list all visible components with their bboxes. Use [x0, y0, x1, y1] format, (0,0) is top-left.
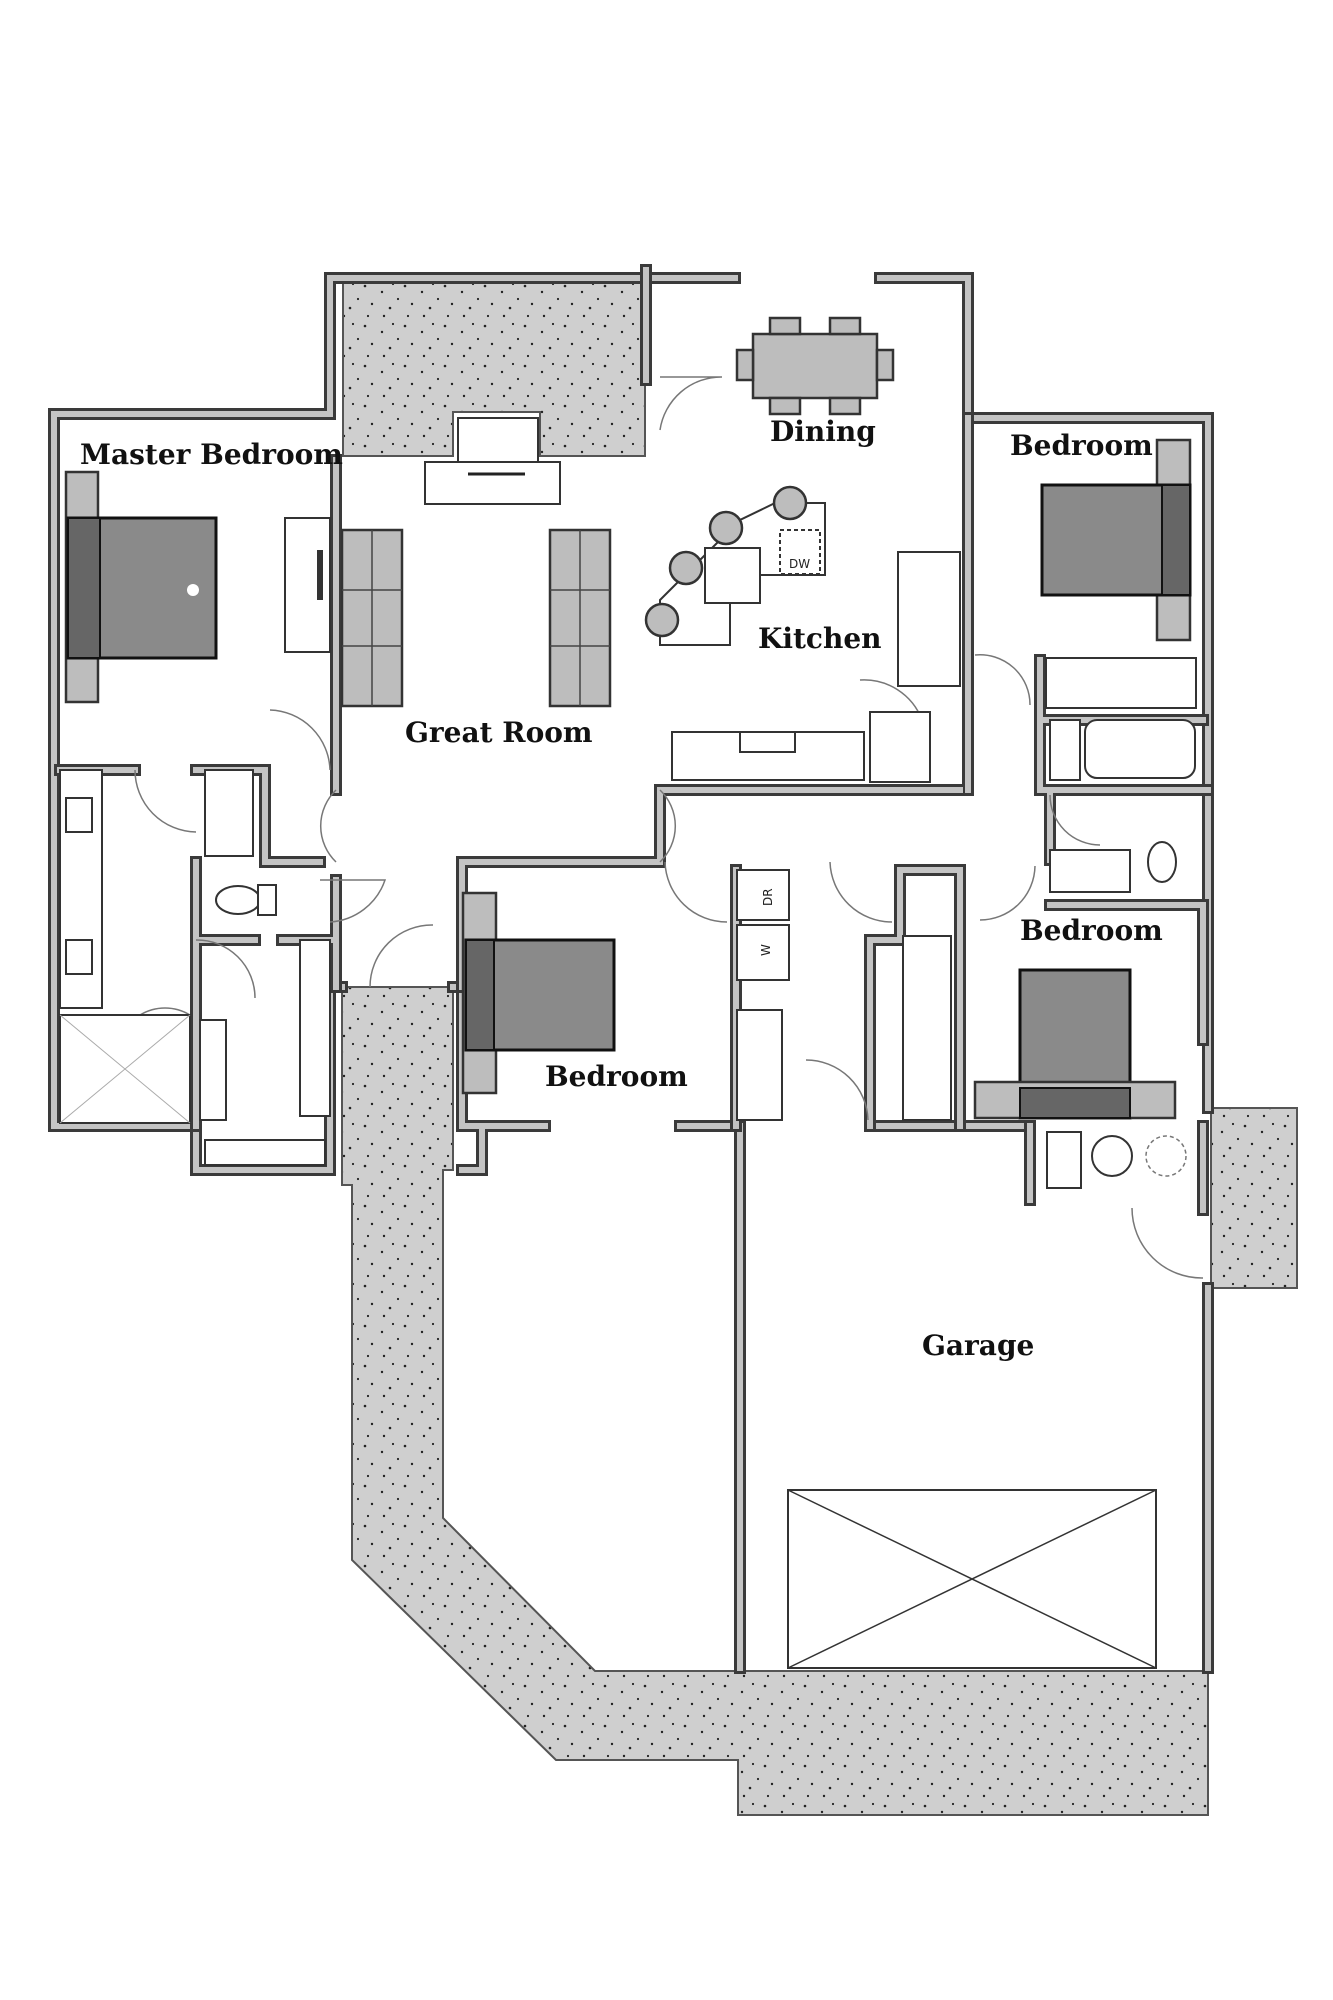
- room-label-dining: Dining: [770, 415, 876, 448]
- kitchen-dining: DW: [644, 316, 961, 783]
- dryer-label: DR: [761, 888, 775, 906]
- laundry: DR W: [736, 869, 790, 1121]
- door-swing: [659, 376, 723, 431]
- bedroom-e: [902, 935, 1177, 1121]
- door-swing: [979, 865, 1036, 921]
- door-swing: [319, 789, 337, 863]
- chair: [735, 348, 755, 382]
- door-swing: [139, 1007, 191, 1016]
- washer-label: W: [759, 944, 773, 956]
- cooktop: [739, 731, 796, 753]
- toilet: [1147, 841, 1177, 883]
- room-label-bedroom-e: Bedroom: [1020, 914, 1163, 947]
- pantry: [869, 711, 931, 783]
- great-room: [340, 417, 612, 708]
- front-walkway: [341, 986, 1209, 1816]
- island-sink: [704, 547, 761, 604]
- washer: [736, 924, 790, 981]
- utility-sink: [1046, 1131, 1082, 1189]
- side-porch: [1210, 1107, 1298, 1289]
- door-swing: [134, 769, 197, 833]
- sink: [65, 939, 93, 975]
- door-swing: [195, 939, 256, 999]
- closet: [204, 769, 254, 857]
- sink: [65, 797, 93, 833]
- fridge-counter: [897, 551, 961, 687]
- closet: [902, 935, 952, 1121]
- closet: [1045, 657, 1197, 709]
- closet: [1049, 719, 1081, 781]
- chair: [768, 396, 802, 416]
- garage: [787, 1131, 1187, 1669]
- room-label-great-room: Great Room: [405, 716, 593, 749]
- door-swing: [829, 861, 893, 923]
- chair: [768, 316, 802, 336]
- bar-stool: [772, 485, 808, 521]
- door-swing: [369, 924, 434, 988]
- bath-vanity: [1049, 849, 1131, 893]
- fireplace: [457, 417, 539, 463]
- fireplace-hearth: [424, 461, 561, 505]
- master-bedroom: [59, 470, 331, 1166]
- bed-headboard: [1019, 1087, 1131, 1119]
- room-label-bedroom-ne: Bedroom: [1010, 429, 1153, 462]
- bar-stool: [644, 602, 680, 638]
- door-swing: [1049, 794, 1101, 846]
- bed-headboard: [67, 517, 101, 659]
- door-swing: [1131, 1207, 1204, 1279]
- dryer: [736, 869, 790, 921]
- chair: [875, 348, 895, 382]
- room-labels: Master Bedroom Dining Bedroom Kitchen Gr…: [80, 415, 1163, 1362]
- door-swing: [269, 709, 331, 771]
- furnace: [1145, 1135, 1187, 1177]
- dishwasher-label: DW: [789, 557, 810, 571]
- room-label-master-bedroom: Master Bedroom: [80, 438, 343, 471]
- closet: [204, 1139, 326, 1166]
- closet: [199, 1019, 227, 1121]
- dining-table: [751, 332, 879, 400]
- toilet-tank: [257, 884, 277, 916]
- closet: [736, 1009, 783, 1121]
- bar-stool: [668, 550, 704, 586]
- bed-headboard: [465, 939, 495, 1051]
- doors: [134, 376, 1204, 1279]
- closet: [299, 939, 331, 1117]
- bedroom-ne: [1040, 438, 1197, 893]
- chair: [828, 396, 862, 416]
- patios: [341, 273, 1298, 1816]
- dishwasher: [779, 529, 821, 575]
- bedroom-s: [461, 891, 616, 1095]
- door-swing: [805, 1059, 869, 1121]
- door-swing: [974, 654, 1031, 706]
- door-swing: [320, 879, 387, 923]
- toilet: [215, 885, 261, 915]
- tv-console: [284, 517, 331, 653]
- door-swing: [664, 861, 728, 923]
- bathtub: [1084, 719, 1196, 779]
- bar-stool: [708, 510, 744, 546]
- door-swing: [659, 789, 677, 863]
- room-label-bedroom-s: Bedroom: [545, 1060, 688, 1093]
- chair: [828, 316, 862, 336]
- water-heater: [1091, 1135, 1133, 1177]
- bed-marker: [187, 584, 199, 596]
- room-label-kitchen: Kitchen: [758, 622, 881, 655]
- tv: [317, 550, 323, 600]
- bed-headboard: [1161, 484, 1191, 596]
- room-label-garage: Garage: [922, 1329, 1034, 1362]
